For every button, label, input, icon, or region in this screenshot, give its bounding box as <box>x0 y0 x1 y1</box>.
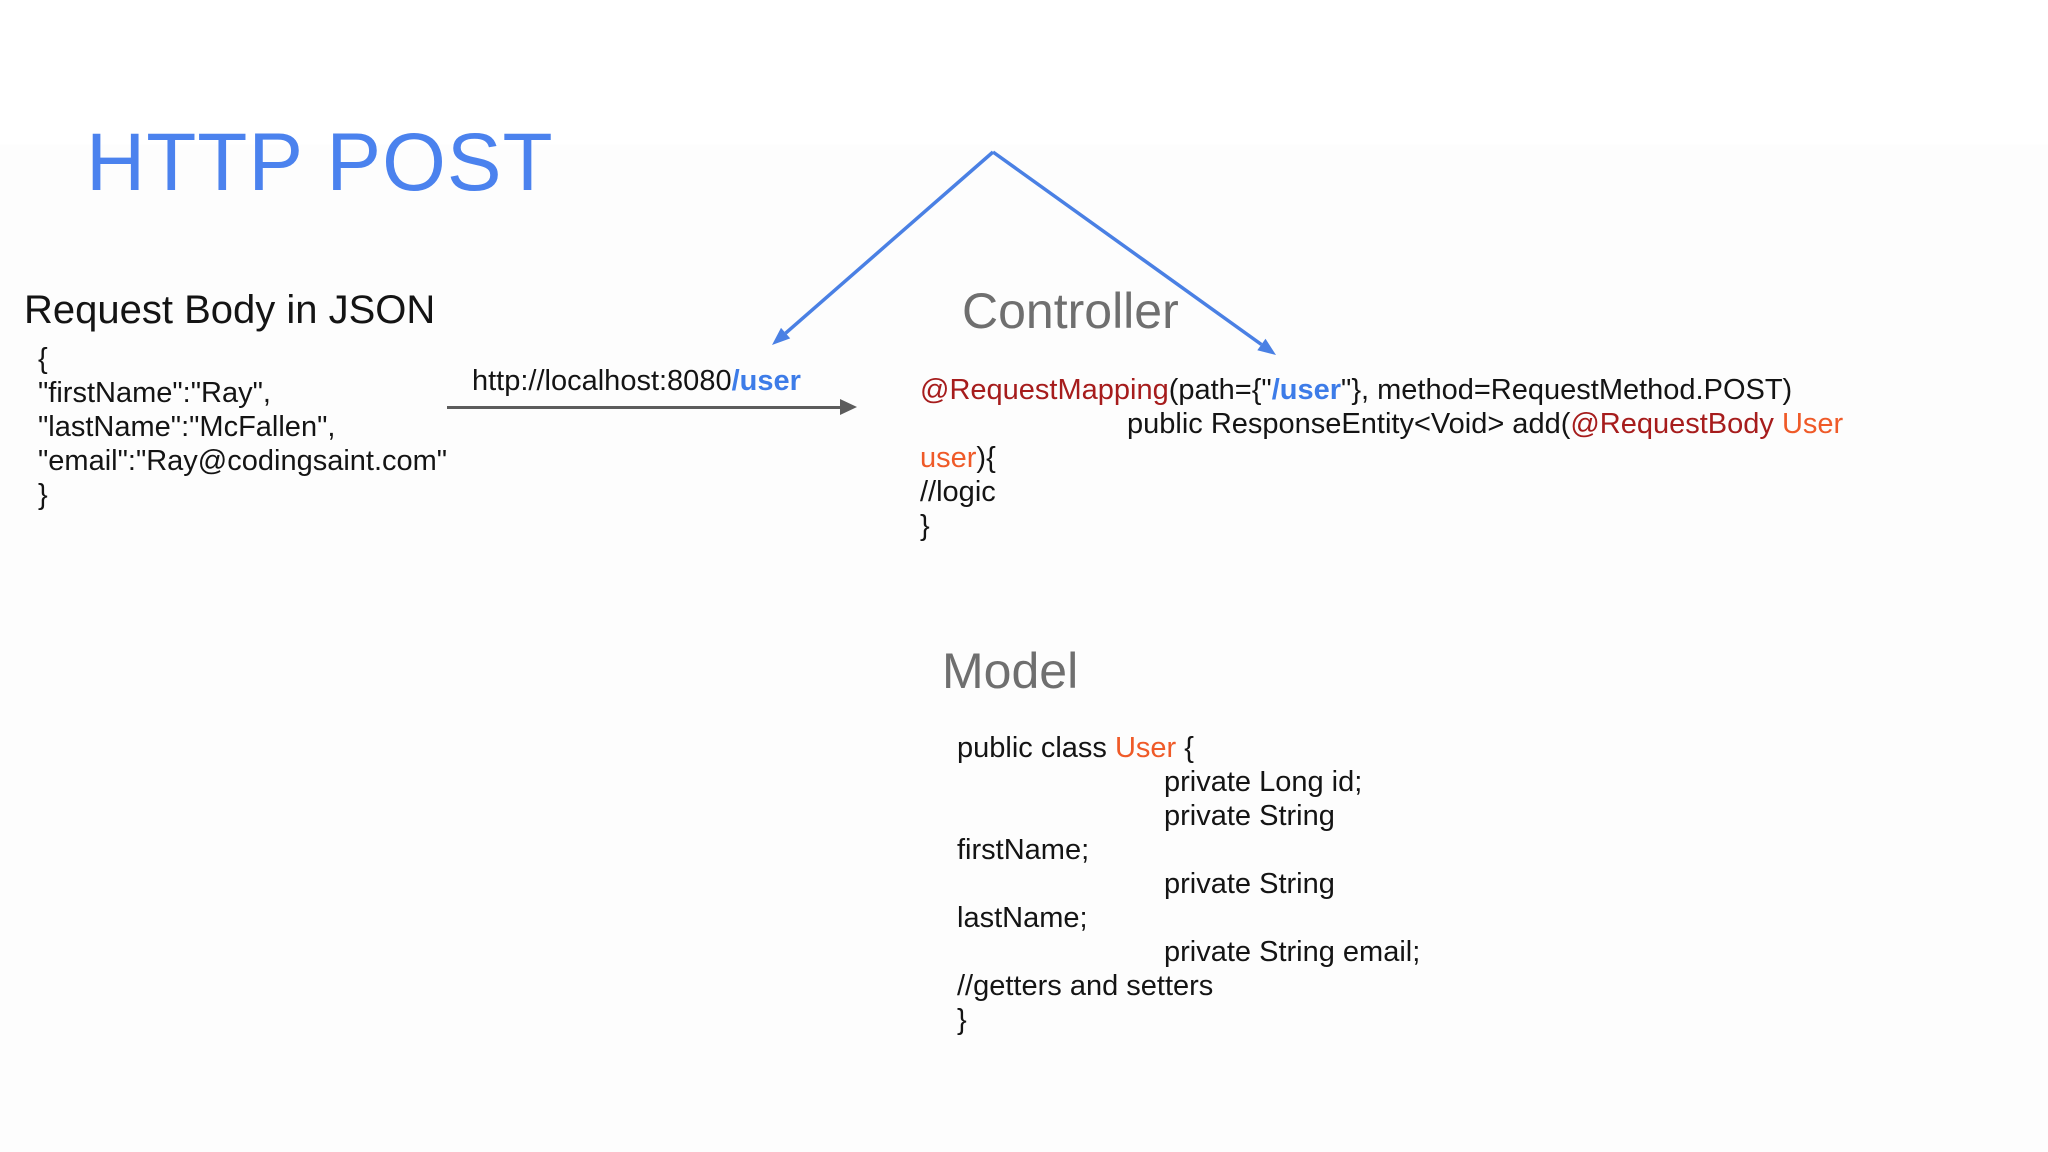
arrow-to-url-head <box>772 327 791 345</box>
code-line: { <box>38 343 48 375</box>
code-line: private String email; <box>1164 936 1421 968</box>
page-title: HTTP POST <box>86 117 554 208</box>
code-line: "firstName":"Ray", <box>38 377 271 409</box>
code-line: //logic <box>920 476 996 508</box>
request-body-heading: Request Body in JSON <box>24 288 436 332</box>
controller-heading: Controller <box>962 283 1179 339</box>
code-line: firstName; <box>957 834 1090 866</box>
model-code-block: public class User {private Long id;priva… <box>957 731 1420 1037</box>
request-url: http://localhost:8080/user <box>472 364 801 398</box>
code-line: "email":"Ray@codingsaint.com" <box>38 445 448 477</box>
request-url-host: http://localhost:8080 <box>472 365 732 397</box>
code-line: @RequestMapping(path={"/user"}, method=R… <box>920 374 1793 406</box>
code-line: private String <box>1164 868 1335 900</box>
arrow-to-controller-head <box>1257 338 1276 355</box>
code-line: user){ <box>920 442 996 474</box>
controller-code-block: @RequestMapping(path={"/user"}, method=R… <box>920 373 1843 543</box>
code-line: public class User { <box>957 732 1194 764</box>
arrow-to-controller <box>991 150 1276 355</box>
code-line: private String <box>1164 800 1335 832</box>
request-url-endpoint: /user <box>731 365 801 397</box>
code-line: } <box>920 510 930 542</box>
model-heading: Model <box>942 643 1079 699</box>
code-line: lastName; <box>957 902 1088 934</box>
arrow-to-url <box>772 150 995 345</box>
code-line: //getters and setters <box>957 970 1214 1002</box>
code-line: } <box>38 479 48 511</box>
code-line: private Long id; <box>1164 766 1363 798</box>
code-line: } <box>957 1004 967 1036</box>
mapping-arrows <box>772 150 1276 355</box>
code-line: "lastName":"McFallen", <box>38 411 336 443</box>
request-flow-arrow <box>447 399 857 415</box>
code-line: public ResponseEntity<Void> add(@Request… <box>1127 408 1844 440</box>
request-json-block: {"firstName":"Ray","lastName":"McFallen"… <box>38 342 447 512</box>
